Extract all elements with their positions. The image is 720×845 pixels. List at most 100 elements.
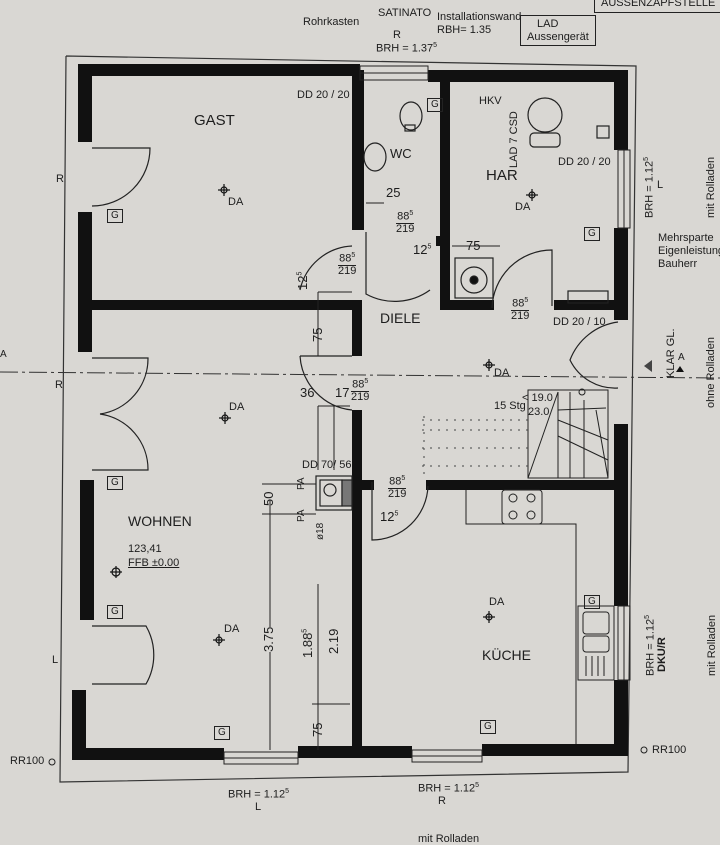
gast-vent: DD 20 / 20 [297, 89, 350, 101]
har-door-height: 219 [511, 309, 530, 322]
mehrsparte-line3: Bauherr [658, 258, 698, 270]
top-window-brh: BRH = 1.375 [376, 42, 437, 55]
diele-dim-125-value: 12 [295, 275, 310, 290]
diele-dim-125: 125 [295, 271, 310, 290]
har-ceiling-outlet: DA [515, 201, 531, 213]
wohnen-door-side-l: L [52, 654, 59, 666]
door-wohnen-height: 219 [351, 390, 370, 403]
stairs-run: 23.0 [528, 406, 550, 418]
wohnen-ceiling-outlet-1: DA [229, 401, 245, 413]
har-window-brh: BRH = 1.125 [643, 157, 656, 218]
chimney-diameter: ø18 [315, 522, 326, 540]
door-swings [91, 147, 619, 685]
door-kueche-dim-sup: 5 [394, 510, 399, 518]
kueche-window-brh-sup: 5 [644, 614, 651, 619]
diele-dim-75: 75 [310, 327, 325, 342]
wohnen-door-side-r: R [55, 379, 63, 391]
har-vent-bottom: DD 20 / 10 [553, 316, 606, 328]
har-socket: G [584, 227, 600, 241]
wohnen-socket-3: G [214, 726, 230, 740]
door-kueche-dim: 125 [380, 510, 398, 523]
har-fixtures [454, 97, 610, 304]
gast-socket: G [107, 209, 123, 223]
mit-rolladen-top: mit Rolladen [705, 156, 717, 218]
chimney [315, 475, 353, 511]
har-window-side: L [657, 179, 664, 191]
kueche-window-brh-value: BRH = 1.12 [644, 618, 657, 676]
door-gast-width-sup: 5 [351, 252, 356, 259]
installationswand-label: Installationswand [437, 11, 522, 23]
wc-door-height: 219 [396, 222, 415, 235]
har-window-brh-sup: 5 [643, 156, 650, 161]
wc-socket: G [427, 98, 443, 112]
door-wohnen-width-sup: 5 [364, 378, 369, 385]
wohnen-socket-1: G [107, 476, 123, 490]
bottom-window-left-brh-sup: 5 [285, 788, 290, 795]
stair-ghost-dots [422, 416, 530, 478]
satinato-label: SATINATO [378, 7, 432, 19]
wc-dim-125-sup: 5 [427, 243, 432, 251]
mehrsparte-line2: Eigenleistung [658, 245, 720, 257]
room-diele-name: DIELE [380, 310, 421, 326]
mit-rolladen-right-bottom: mit Rolladen [706, 614, 718, 676]
wohnen-floor-level: FFB ±0.00 [128, 557, 180, 569]
mehrsparte-line1: Mehrsparte [658, 232, 714, 244]
wohnen-socket-2: G [107, 605, 123, 619]
bottom-window-right-brh: BRH = 1.125 [418, 782, 479, 795]
har-door-width: 88 [512, 297, 525, 310]
wohnen-dim-36: 36 [300, 385, 315, 400]
chimney-pa-1: PA [296, 477, 307, 490]
section-a-left: A [0, 349, 7, 360]
wc-fixtures [363, 101, 423, 172]
lad-line2: Aussengerät [527, 30, 589, 43]
room-kueche-name: KÜCHE [482, 647, 532, 663]
chimney-label: DD 70/ 56 [302, 459, 352, 471]
bottom-window-left-side: L [255, 801, 262, 813]
wc-dim-125-value: 12 [413, 242, 428, 257]
kueche-window-brh: BRH = 1.125 [644, 615, 657, 676]
rohrkasten-label: Rohrkasten [303, 16, 360, 28]
ohne-rolladen-label: ohne Rolladen [705, 337, 717, 408]
klar-gl-label: KLAR GL. [665, 328, 677, 378]
top-window-brh-value: BRH = 1.37 [376, 42, 434, 55]
ceiling-outlet-symbols [110, 184, 538, 646]
bottom-window-left-brh-value: BRH = 1.12 [228, 788, 286, 801]
rbh-label: RBH= 1.35 [437, 24, 492, 36]
har-dim-75: 75 [466, 238, 481, 253]
diele-dim-125-sup: 5 [296, 271, 304, 276]
wc-door-width-sup: 5 [409, 210, 414, 217]
rr100-right: RR100 [652, 744, 687, 756]
wohnen-ceiling-outlet-2: DA [224, 623, 240, 635]
lad-line1: LAD [537, 18, 559, 30]
aussenzapfstelle-label: AUSSENZAPFSTELLE [594, 0, 720, 13]
kueche-ceiling-outlet: DA [489, 596, 505, 608]
wohnen-dim-75: 75 [310, 722, 325, 737]
section-line [0, 371, 720, 379]
kueche-socket-2: G [480, 720, 496, 734]
gast-door-side: R [56, 173, 64, 185]
door-kueche-dim-value: 12 [380, 509, 395, 524]
outer-outline [59, 55, 637, 783]
wc-dim-125: 125 [413, 243, 431, 256]
wohnen-dim-375: 3.75 [261, 626, 276, 652]
door-gast-height: 219 [338, 264, 357, 277]
bottom-window-right-brh-value: BRH = 1.12 [418, 782, 476, 795]
stairs-rise: < 19.0 [522, 392, 553, 404]
bottom-window-right-side: R [438, 795, 446, 807]
windows [223, 65, 631, 765]
wc-dim-25: 25 [386, 185, 401, 200]
stairs-count: 15 Stg [494, 400, 526, 412]
kueche-socket-1: G [584, 595, 600, 609]
bottom-window-left-brh: BRH = 1.125 [228, 788, 289, 801]
room-har-name: HAR [486, 167, 518, 184]
diele-ceiling-outlet: DA [494, 367, 510, 379]
dimension-lines [262, 202, 500, 750]
staircase [527, 388, 609, 479]
rr100-left: RR100 [10, 755, 45, 767]
top-window-brh-sup: 5 [433, 42, 438, 49]
wohnen-dim-50: 50 [261, 491, 276, 506]
door-kueche-width: 88 [389, 475, 402, 488]
